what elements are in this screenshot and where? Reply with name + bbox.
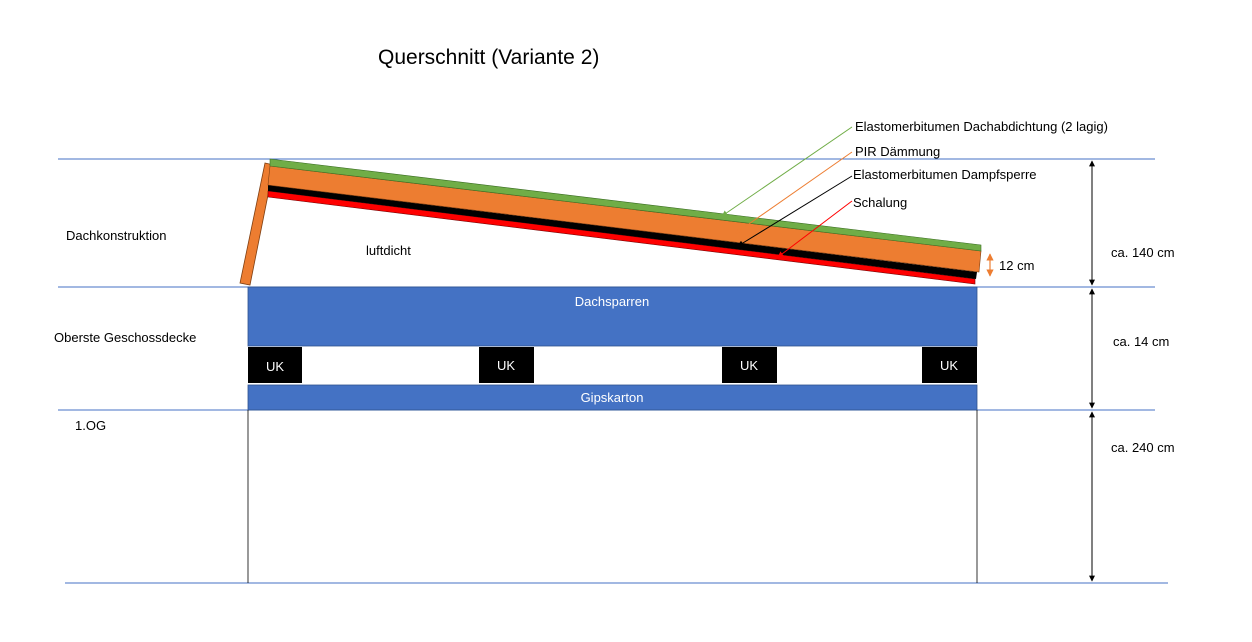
batten-label: UK (740, 358, 758, 373)
battens: UK UK UK UK (248, 347, 977, 383)
batten (479, 347, 534, 383)
batten-label: UK (266, 359, 284, 374)
gypsum-board (247, 384, 978, 411)
leader-insulation (735, 151, 853, 234)
leader-roof-membrane (721, 126, 853, 217)
rafter-beam-label: Dachsparren (575, 294, 649, 309)
zone-label-ceiling: Oberste Geschossdecke (54, 330, 196, 345)
gypsum-board-label: Gipskarton (581, 390, 644, 405)
batten (722, 347, 777, 383)
layer-vapour-barrier (268, 185, 977, 279)
rafter-beam (247, 286, 978, 347)
batten-label: UK (497, 358, 515, 373)
airtight-label: luftdicht (366, 243, 411, 258)
layer-label-roof-membrane: Elastomerbitumen Dachabdichtung (2 lagig… (855, 119, 1108, 134)
batten (248, 347, 302, 383)
zone-label-roof: Dachkonstruktion (66, 228, 166, 243)
layer-label-sheathing: Schalung (853, 195, 907, 210)
layer-label-insulation: PIR Dämmung (855, 144, 940, 159)
roof-assembly (239, 158, 982, 286)
leader-vapour-barrier (737, 175, 853, 247)
zone-label-floor: 1.OG (75, 418, 106, 433)
layer-roof-membrane (269, 158, 982, 252)
thickness-label: 12 cm (999, 258, 1034, 273)
batten (922, 347, 977, 383)
batten-label: UK (940, 358, 958, 373)
leader-sheathing (777, 200, 853, 258)
dimension-label-ceiling: ca. 14 cm (1113, 334, 1169, 349)
layer-label-vapour-barrier: Elastomerbitumen Dampfsperre (853, 167, 1037, 182)
dimension-label-roof: ca. 140 cm (1111, 245, 1175, 260)
diagram-title: Querschnitt (Variante 2) (378, 46, 599, 69)
dimension-label-floor: ca. 240 cm (1111, 440, 1175, 455)
layer-sheathing (267, 190, 976, 285)
